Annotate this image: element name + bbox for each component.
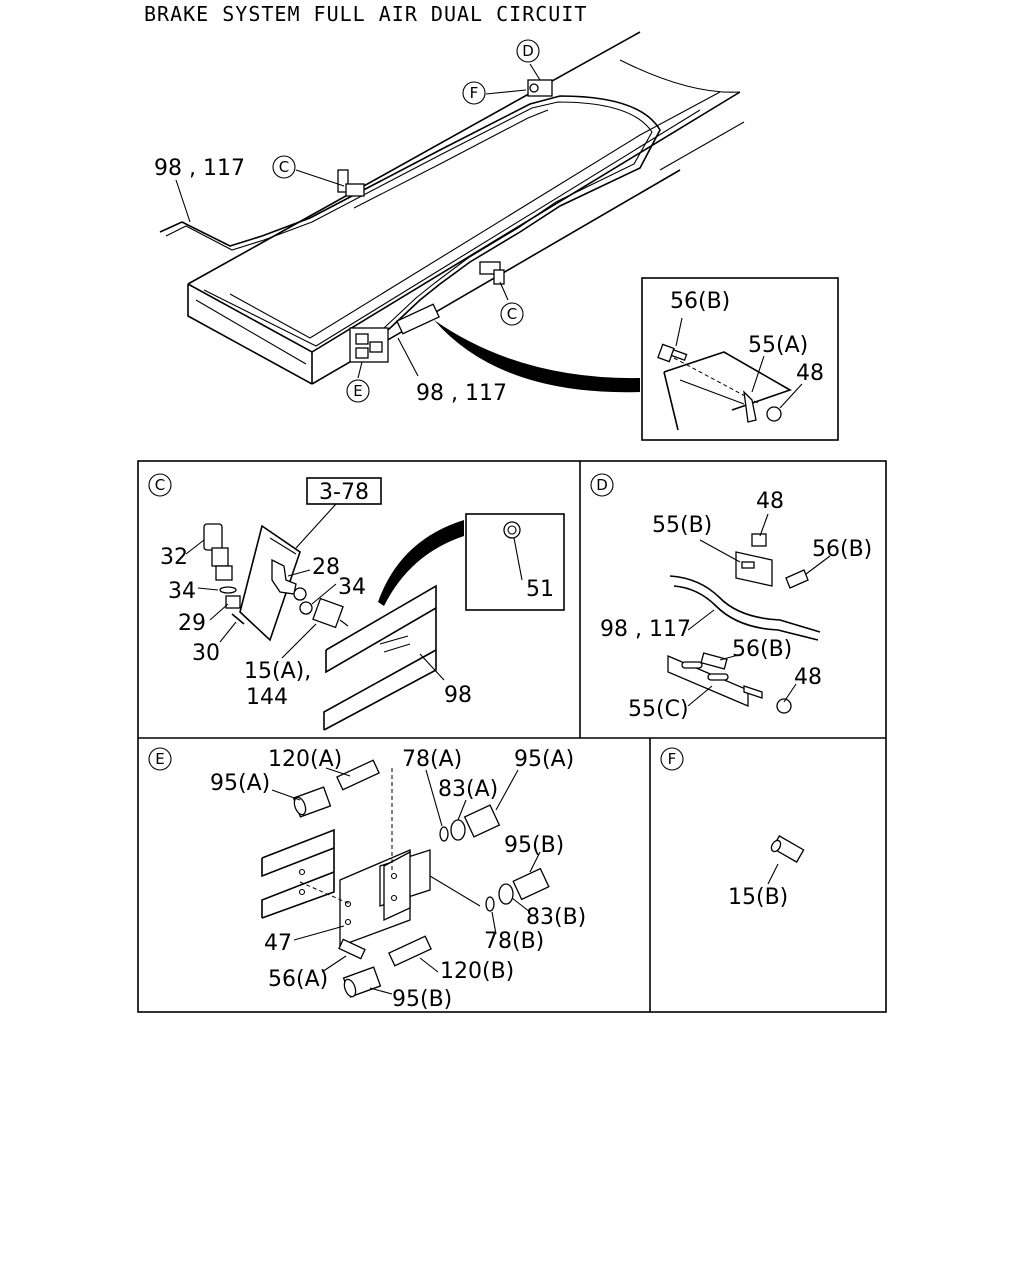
- label-30: 30: [192, 641, 220, 666]
- ref-box-3-78: [306, 477, 382, 505]
- label-47: 47: [264, 931, 292, 956]
- pipe-clip-c2: [479, 261, 505, 285]
- label-95b-bottom: 95(B): [392, 987, 452, 1012]
- label-48-bottom: 48: [794, 665, 822, 690]
- label-95b-right: 95(B): [504, 833, 564, 858]
- junction-block-e: [349, 303, 440, 363]
- label-56b-upper: 56(B): [812, 537, 872, 562]
- svg-text:C: C: [507, 305, 517, 323]
- callout-c-top: C: [272, 155, 296, 179]
- detail-inset-clip: 56(B) 55(A) 48: [641, 277, 839, 441]
- label-55c: 55(C): [628, 697, 689, 722]
- label-95a-right: 95(A): [514, 747, 574, 772]
- svg-text:F: F: [470, 84, 479, 102]
- frame-rail-overview: [187, 31, 745, 385]
- label-56a: 56(A): [268, 967, 328, 992]
- label-15a: 15(A),: [244, 659, 311, 684]
- panel-frames: [137, 460, 887, 1013]
- label-51: 51: [526, 577, 554, 602]
- callout-d-top: D: [516, 39, 540, 63]
- label-120a: 120(A): [268, 747, 342, 772]
- label-34-left: 34: [168, 579, 196, 604]
- panel-d-callout: D: [596, 476, 608, 494]
- detail-arrow: [434, 320, 640, 393]
- page-title: BRAKE SYSTEM FULL AIR DUAL CIRCUIT: [144, 2, 588, 26]
- svg-text:E: E: [353, 382, 362, 400]
- label-56b-inset: 56(B): [670, 289, 730, 314]
- label-78a: 78(A): [402, 747, 462, 772]
- label-32: 32: [160, 545, 188, 570]
- label-78b: 78(B): [484, 929, 544, 954]
- ref-box-text: 3-78: [319, 480, 369, 505]
- label-144: 144: [246, 685, 288, 710]
- svg-text:C: C: [279, 158, 289, 176]
- callout-f-top: F: [462, 81, 486, 105]
- label-56b-lower: 56(B): [732, 637, 792, 662]
- label-120b: 120(B): [440, 959, 514, 984]
- pipe-clip-c1: [337, 169, 365, 197]
- panel-f-callout: F: [668, 750, 677, 768]
- label-28: 28: [312, 555, 340, 580]
- brake-pipe-route: [159, 95, 661, 347]
- label-98-117-d: 98 , 117: [600, 617, 691, 642]
- callout-e-bottom: E: [346, 379, 370, 403]
- label-95a-left: 95(A): [210, 771, 270, 796]
- label-83a: 83(A): [438, 777, 498, 802]
- label-55a-inset: 55(A): [748, 333, 808, 358]
- panel-d: D 48 55(B) 56(B) 98 , 117 56(B) 48 55(C): [590, 473, 872, 722]
- label-48-top: 48: [756, 489, 784, 514]
- panel-e: E: [148, 747, 586, 1012]
- label-48-inset: 48: [796, 361, 824, 386]
- panel-e-callout: E: [155, 750, 164, 768]
- label-15b: 15(B): [728, 885, 788, 910]
- label-98: 98: [444, 683, 472, 708]
- label-34-right: 34: [338, 575, 366, 600]
- panel-c-callout: C: [155, 476, 165, 494]
- label-pipe-98-117-top: 98 , 117: [154, 156, 245, 181]
- label-55b: 55(B): [652, 513, 712, 538]
- label-83b: 83(B): [526, 905, 586, 930]
- panel-f: F 15(B): [660, 747, 805, 910]
- panel-c: C 3-78: [148, 473, 565, 731]
- pipe-clip-d: [527, 79, 553, 97]
- svg-text:D: D: [522, 42, 534, 60]
- label-29: 29: [178, 611, 206, 636]
- label-pipe-98-117-bottom: 98 , 117: [416, 381, 507, 406]
- callout-c-bottom: C: [500, 302, 524, 326]
